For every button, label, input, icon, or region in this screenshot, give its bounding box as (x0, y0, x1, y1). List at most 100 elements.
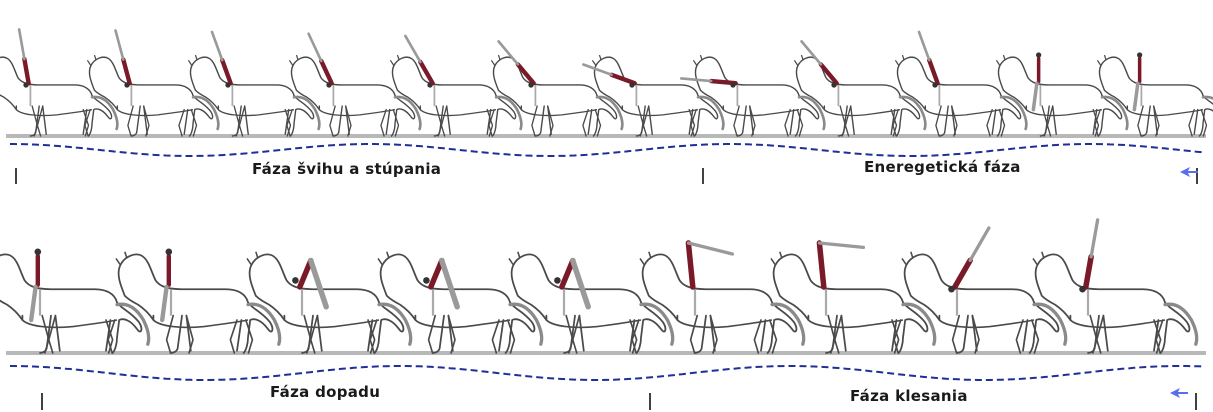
horse-legs (41, 314, 116, 354)
horse-leg (185, 314, 194, 354)
horse-leg (427, 314, 437, 354)
horse-legs (1137, 105, 1208, 137)
horse-leg (891, 319, 900, 354)
horse-legs (531, 105, 602, 137)
horse-legs (827, 314, 902, 354)
horse-leg (839, 105, 847, 137)
horse-leg (244, 319, 254, 354)
horse-leg (1015, 319, 1024, 354)
horse-legs (839, 105, 899, 137)
horse-leg (229, 319, 238, 354)
vaulter-head (730, 82, 736, 88)
horse-leg (631, 319, 640, 354)
horse-legs (427, 314, 516, 354)
horse-leg (935, 105, 942, 137)
vaulter (17, 28, 31, 88)
horse-leg (238, 105, 246, 137)
horse-leg (1089, 314, 1098, 354)
vaulter (582, 63, 637, 88)
vaulter-leg (159, 284, 169, 323)
vaulter-leg (404, 34, 422, 64)
horse-legs (233, 105, 293, 137)
horse (591, 53, 725, 138)
vaulter-leg (582, 63, 613, 77)
vaulter (685, 240, 735, 290)
horse-leg (41, 314, 50, 354)
frame-7 (582, 53, 725, 138)
horse-leg (435, 105, 443, 137)
vaulter (816, 240, 866, 290)
vaulter-leg (1031, 81, 1039, 112)
vaulter (159, 248, 173, 323)
vaulter (28, 248, 42, 323)
horse (86, 53, 220, 138)
horse-leg (582, 108, 589, 137)
phase-label-energetic: Eneregetická fáza (864, 158, 1021, 176)
horse-leg (190, 108, 198, 137)
vaulter-leg (497, 40, 520, 66)
horse-leg (971, 314, 980, 354)
vaulter-head (225, 82, 231, 88)
phase-label-swing-rise: Fáza švihu a stúpania (252, 160, 442, 178)
left-arrow-icon (1180, 167, 1198, 177)
horse-leg (733, 105, 740, 137)
vaulter-torso (319, 58, 334, 86)
horse-leg (709, 314, 718, 354)
vaulter-torso (818, 62, 839, 86)
vaulter (114, 29, 132, 88)
horse-legs (303, 314, 378, 354)
horse-legs (637, 105, 697, 137)
vaulter-head (423, 277, 430, 284)
horse (0, 53, 119, 138)
horse (1031, 250, 1199, 355)
horse-leg (688, 108, 696, 137)
vaulter (917, 30, 940, 88)
arrow-shape (1180, 167, 1198, 177)
vaulter-leg (917, 30, 931, 62)
vaulter-torso (121, 57, 132, 86)
horse-leg (1155, 319, 1164, 354)
vaulter (404, 34, 435, 88)
horse-leg (689, 314, 699, 354)
vaulter-leg (968, 226, 991, 263)
horse-legs (565, 314, 640, 354)
vaulter-torso (609, 72, 637, 86)
frame-10 (894, 30, 1028, 138)
horse-leg (844, 105, 852, 137)
vaulter (497, 40, 536, 88)
vaulter-torso (428, 257, 445, 290)
horse (900, 250, 1068, 355)
horse-leg (491, 319, 500, 354)
vaulter-leg (679, 77, 713, 83)
horse-leg (565, 314, 574, 354)
vaulter-torso (297, 257, 314, 290)
frame-5 (507, 250, 675, 355)
horse-leg (1188, 108, 1195, 137)
horse-leg (642, 105, 650, 137)
vaulter-leg (570, 257, 591, 310)
vaulter-head (23, 82, 29, 88)
vaulter-torso (816, 240, 827, 290)
vaulter-torso (515, 62, 536, 86)
frame-2 (86, 29, 220, 138)
vaulter (1132, 52, 1143, 112)
horse-leg (951, 314, 961, 354)
horse-leg (571, 314, 581, 354)
horse-leg (753, 319, 762, 354)
horse (894, 53, 1028, 138)
frame-4 (376, 250, 544, 355)
horse-legs (165, 314, 254, 354)
horse-leg (329, 105, 336, 137)
horse-leg (531, 105, 538, 137)
horse-leg (768, 319, 778, 354)
horse-leg (784, 108, 791, 137)
horse-leg (165, 314, 175, 354)
horse-leg (303, 314, 312, 354)
vaulter-head (554, 277, 561, 284)
horse-leg (690, 108, 697, 137)
frame-4 (288, 32, 422, 138)
phase-label-descent: Fáza klesania (850, 387, 968, 405)
horse-leg (1153, 105, 1160, 137)
arrow-shape (1170, 388, 1188, 398)
vaulter-torso (952, 257, 973, 290)
